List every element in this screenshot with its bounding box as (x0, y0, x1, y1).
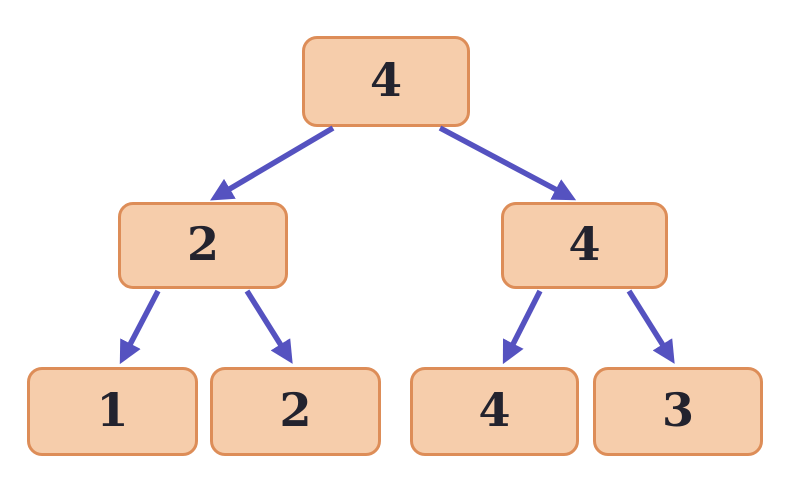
tree-node-left-right: 2 (210, 367, 381, 456)
node-value: 2 (279, 382, 312, 437)
edge-right-to-right-right (626, 289, 675, 364)
tree-node-left-left: 1 (27, 367, 198, 456)
node-value: 3 (661, 382, 694, 437)
tree-node-root: 4 (302, 36, 470, 127)
tree-node-right-right: 3 (593, 367, 763, 456)
node-value: 4 (478, 382, 511, 437)
node-value: 2 (186, 216, 219, 271)
edge-root-to-right (438, 125, 577, 201)
tree-node-right-left: 4 (410, 367, 579, 456)
node-value: 4 (369, 52, 402, 107)
tree-node-left: 2 (118, 202, 288, 289)
edge-root-to-left (210, 125, 335, 201)
node-value: 1 (96, 382, 129, 437)
edge-right-to-right-left (502, 289, 543, 365)
node-value: 4 (568, 216, 601, 271)
edge-left-to-left-right (244, 289, 293, 364)
tree-node-right: 4 (501, 202, 668, 289)
edge-left-to-left-left (119, 289, 161, 365)
